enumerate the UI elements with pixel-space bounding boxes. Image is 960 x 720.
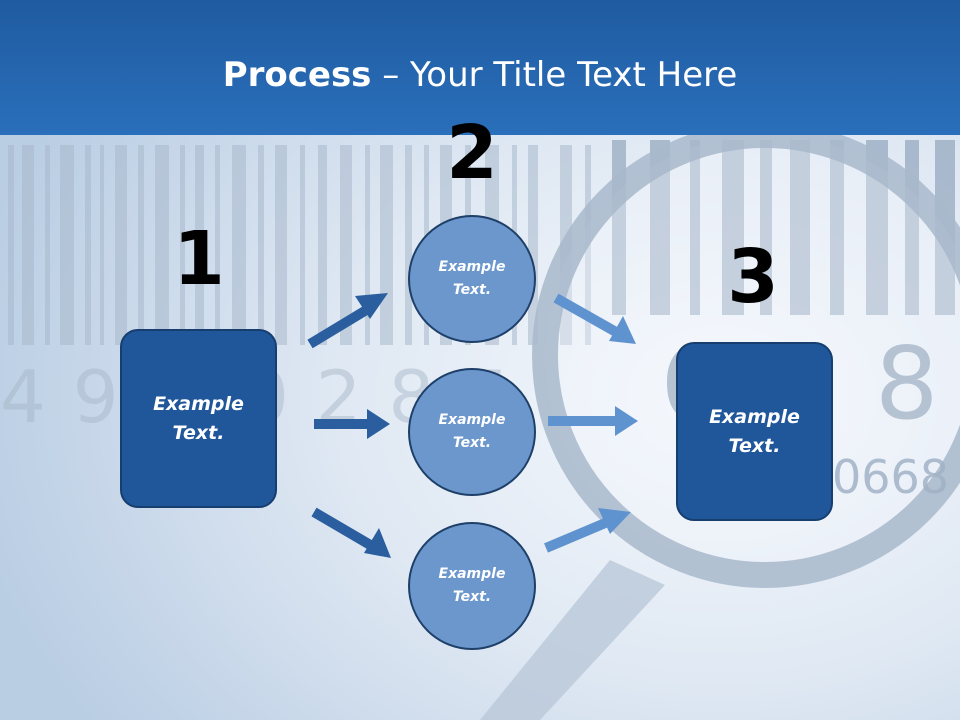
title-bar — [0, 0, 960, 135]
arrow-box1-to-circle3 — [311, 507, 391, 558]
middle-node-3[interactable]: Example Text. — [408, 522, 536, 650]
middle-node-2[interactable]: Example Text. — [408, 368, 536, 496]
arrow-circle3-to-box3 — [544, 508, 631, 553]
step-number-2: 2 — [446, 110, 498, 196]
arrow-circle1-to-box3 — [553, 293, 636, 344]
middle-node-2-label: Example Text. — [438, 412, 506, 451]
page-title: Process – Your Title Text Here — [0, 52, 960, 98]
arrow-box1-to-circle1 — [307, 293, 388, 349]
title-bold: Process — [222, 55, 372, 95]
middle-node-1[interactable]: Example Text. — [408, 215, 536, 343]
step-number-1: 1 — [173, 216, 225, 302]
step-box-3-label: Example Text. — [709, 405, 800, 457]
step-box-3[interactable]: Example Text. — [676, 342, 833, 521]
step-box-1-label: Example Text. — [153, 392, 244, 444]
step-number-3: 3 — [727, 234, 779, 320]
barcode-small-digits: 0668 — [832, 450, 950, 504]
arrow-circle2-to-box3 — [548, 406, 638, 436]
title-rest: – Your Title Text Here — [371, 55, 738, 95]
middle-node-1-label: Example Text. — [438, 259, 506, 298]
arrow-box1-to-circle2 — [314, 409, 390, 439]
middle-node-3-label: Example Text. — [438, 566, 506, 605]
step-box-1[interactable]: Example Text. — [120, 329, 277, 508]
